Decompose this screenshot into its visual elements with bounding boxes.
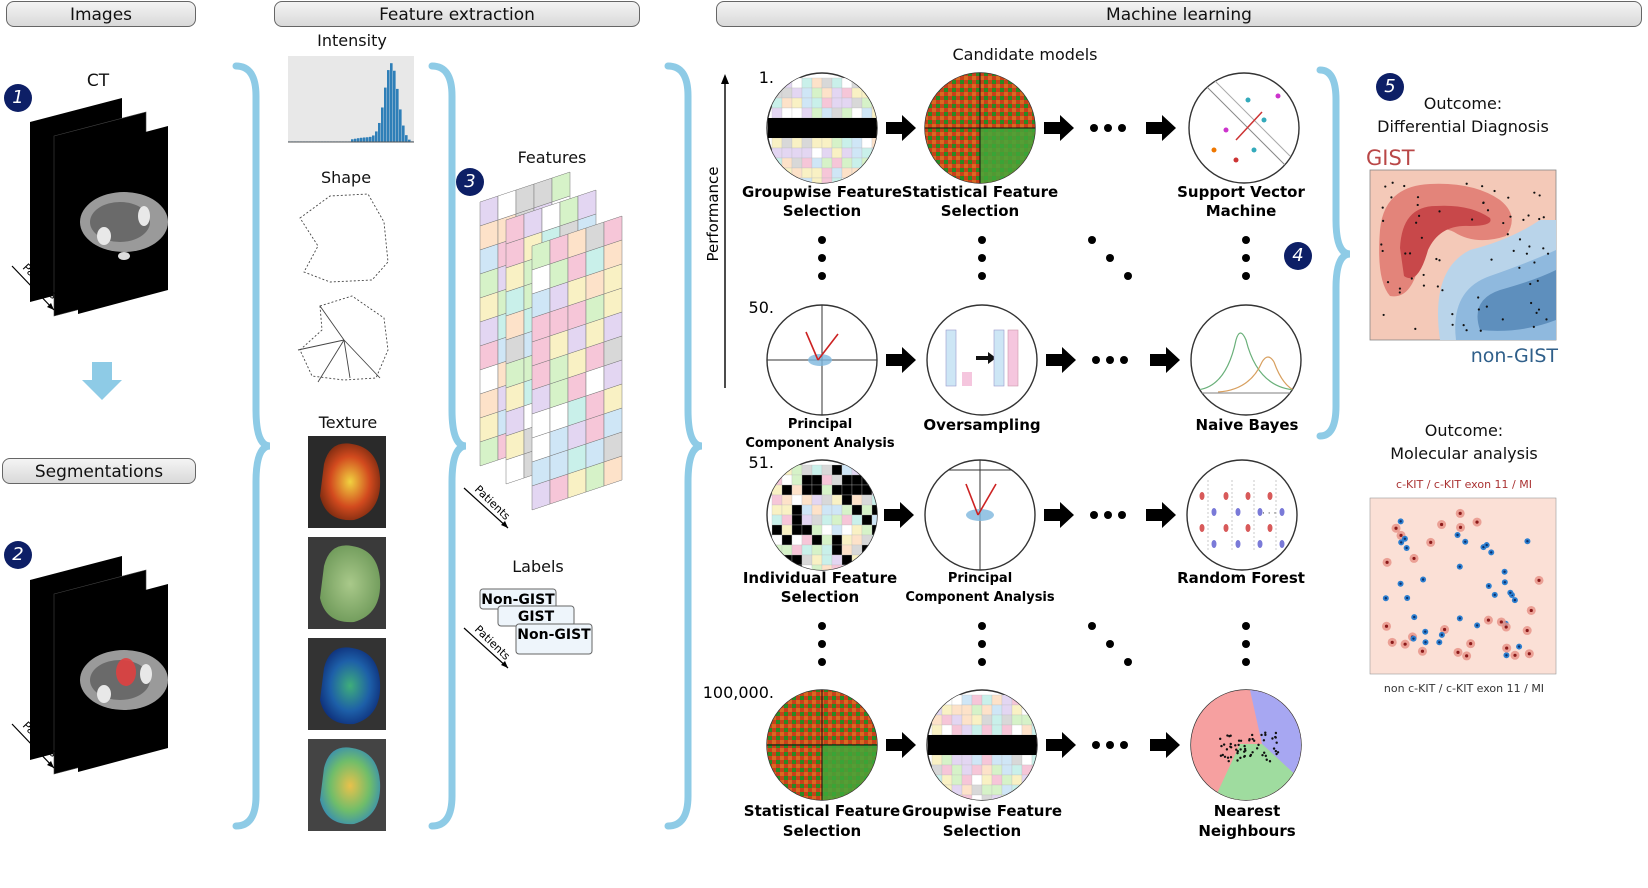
- feature-matrices: [479, 171, 623, 511]
- model-label-r4-b-2: Selection: [943, 822, 1021, 840]
- label-cards: Non-GIST GIST Non-GIST: [479, 588, 593, 655]
- section-header-feature-extraction: Feature extraction: [274, 1, 640, 27]
- rank-label-1: 1.: [759, 68, 774, 87]
- features-label: Features: [517, 148, 587, 167]
- rank-label-3: 51.: [749, 453, 774, 472]
- shape-outline-graphic: [299, 193, 389, 283]
- groupwise-2-selection-thumb: [928, 694, 1037, 800]
- individual-selection-thumb: [771, 464, 877, 570]
- model-label-r2-a-2: Component Analysis: [745, 436, 895, 451]
- gist-class-label: GIST: [1366, 146, 1415, 170]
- model-flow-arrows: [884, 115, 1180, 758]
- model-label-r1-c-2: Machine: [1206, 202, 1277, 220]
- statistical-selection-thumb-2: [767, 690, 877, 800]
- model-label-r1-b-2: Selection: [941, 202, 1019, 220]
- model-label-r4-a-1: Statistical Feature: [744, 802, 900, 820]
- nearest-neighbours-thumb: [1191, 690, 1301, 800]
- non-gist-class-label: non-GIST: [1470, 345, 1558, 367]
- patients-arrow-labels: [463, 627, 509, 669]
- patients-arrow-ct: [11, 265, 55, 311]
- model-label-r3-a-2: Selection: [781, 588, 859, 606]
- shape-radial-graphic: [297, 295, 389, 383]
- rank-label-2: 50.: [749, 298, 774, 317]
- model-label-r4-c-2: Neighbours: [1198, 822, 1295, 840]
- patients-label-features: Patients: [472, 483, 513, 523]
- brace-images-to-features: [232, 62, 271, 830]
- section-header-images: Images: [6, 1, 196, 27]
- step-badge-1: 1: [4, 84, 32, 112]
- label-card-3: Non-GIST: [517, 627, 591, 643]
- candidate-models-label: Candidate models: [952, 45, 1098, 64]
- ct-label: CT: [86, 71, 110, 91]
- statistical-selection-thumb-1: [925, 73, 1035, 183]
- mol-bottom-class-label: non c-KIT / c-KIT exon 11 / MI: [1383, 682, 1545, 695]
- step-badge-4: 4: [1284, 242, 1312, 270]
- naive-bayes-thumb: [1195, 332, 1301, 394]
- model-label-r2-c-1: Naive Bayes: [1196, 416, 1299, 434]
- brace-matrix-to-ml: [664, 62, 703, 830]
- down-arrow: [82, 362, 122, 400]
- step-badge-5: 5: [1376, 73, 1404, 101]
- shape-label: Shape: [320, 168, 372, 187]
- model-label-r3-c-1: Random Forest: [1177, 569, 1305, 587]
- groupwise-1-selection-thumb: [768, 77, 877, 183]
- labels-label: Labels: [512, 557, 564, 576]
- mol-outcome-title-line1: Outcome:: [1424, 421, 1504, 440]
- texture-label: Texture: [318, 413, 378, 432]
- step-badge-3: 3: [456, 168, 484, 196]
- model-label-r2-a-1: Principal: [788, 417, 852, 432]
- intensity-label: Intensity: [317, 31, 387, 50]
- rank-label-4: 100,000.: [703, 683, 774, 702]
- model-label-r1-a-2: Selection: [783, 202, 861, 220]
- intensity-histogram: [288, 56, 414, 143]
- patients-arrow-features: [463, 487, 509, 529]
- label-card-2: GIST: [518, 609, 555, 625]
- performance-axis-label: Performance: [704, 166, 722, 261]
- mol-outcome-title-line2: Molecular analysis: [1390, 444, 1538, 463]
- continuation-dots: [818, 236, 1250, 666]
- model-label-r3-b-2: Component Analysis: [905, 590, 1055, 605]
- ct-image-stack: [30, 98, 168, 317]
- patients-label-labels: Patients: [472, 623, 513, 663]
- oversampling-thumb: [945, 329, 1019, 387]
- segmentation-image-stack: [30, 556, 168, 775]
- model-label-r4-c-1: Nearest: [1214, 802, 1281, 820]
- section-header-segmentations: Segmentations: [2, 458, 196, 484]
- model-label-r1-c-1: Support Vector: [1177, 183, 1305, 201]
- svg-text:· · ·: · · ·: [1262, 509, 1276, 519]
- model-label-r4-a-2: Selection: [783, 822, 861, 840]
- model-label-r1-a-1: Groupwise Feature: [742, 183, 902, 201]
- random-forest-thumb: · · ·: [1199, 480, 1285, 552]
- mol-top-class-label: c-KIT / c-KIT exon 11 / MI: [1396, 478, 1532, 491]
- label-card-1: Non-GIST: [481, 592, 555, 608]
- molecular-analysis-scatter: [1369, 497, 1557, 675]
- diff-outcome-title-line1: Outcome:: [1423, 94, 1503, 113]
- model-label-r3-a-1: Individual Feature: [743, 569, 897, 587]
- model-label-r4-b-1: Groupwise Feature: [902, 802, 1062, 820]
- differential-diagnosis-map: [1369, 169, 1557, 341]
- model-label-r2-b-1: Oversampling: [923, 416, 1040, 434]
- step-badge-2: 2: [4, 541, 32, 569]
- pca-thumb-1: [767, 305, 877, 415]
- diff-outcome-title-line2: Differential Diagnosis: [1377, 117, 1549, 136]
- model-label-r1-b-1: Statistical Feature: [902, 183, 1058, 201]
- patients-arrow-seg: [11, 723, 55, 769]
- model-label-r3-b-1: Principal: [948, 571, 1012, 586]
- brace-features-to-matrix: [428, 62, 467, 830]
- texture-maps: [308, 436, 386, 831]
- section-header-machine-learning: Machine learning: [716, 1, 1642, 27]
- pca-thumb-2: [925, 460, 1035, 570]
- brace-models-to-outcomes: [1316, 66, 1351, 440]
- svm-thumb: [1199, 79, 1291, 171]
